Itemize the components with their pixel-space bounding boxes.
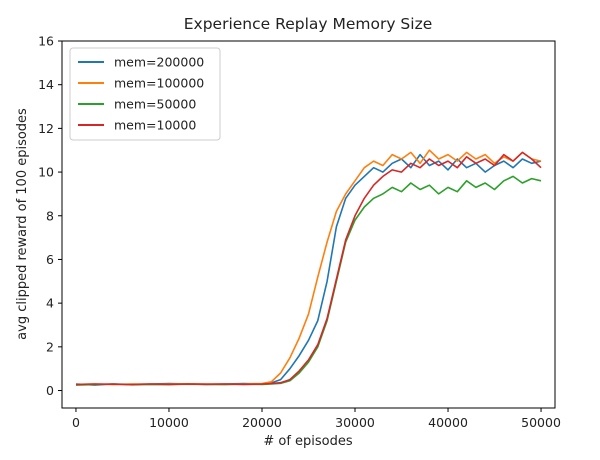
series-line-mem-100000 xyxy=(75,149,542,386)
series-layer xyxy=(75,149,542,386)
series-line-mem-50000 xyxy=(75,175,542,386)
y-tick-label: 2 xyxy=(46,339,54,354)
x-tick-label: 10000 xyxy=(149,415,189,430)
chart-title: Experience Replay Memory Size xyxy=(184,15,433,33)
legend-label: mem=10000 xyxy=(114,118,196,133)
x-axis: 0 10000 20000 30000 40000 50000 xyxy=(72,408,561,430)
y-tick-label: 14 xyxy=(38,77,54,92)
x-tick-label: 20000 xyxy=(242,415,282,430)
y-tick-label: 0 xyxy=(46,383,54,398)
legend: mem=200000 mem=100000 mem=50000 mem=10000 xyxy=(69,47,221,141)
legend-label: mem=100000 xyxy=(114,76,204,91)
y-tick-label: 12 xyxy=(38,121,54,136)
legend-label: mem=200000 xyxy=(114,55,204,70)
legend-label: mem=50000 xyxy=(114,97,196,112)
y-tick-label: 6 xyxy=(46,252,54,267)
y-tick-label: 8 xyxy=(46,208,54,223)
x-tick-label: 40000 xyxy=(428,415,468,430)
y-axis: 0 2 4 6 8 10 12 14 16 xyxy=(38,34,62,398)
x-axis-label: # of episodes xyxy=(263,434,353,449)
series-line-mem-200000 xyxy=(75,153,542,386)
x-tick-label: 50000 xyxy=(521,415,561,430)
series-line-mem-10000 xyxy=(75,151,542,386)
y-axis-label: avg clipped reward of 100 episodes xyxy=(15,108,30,340)
y-tick-label: 10 xyxy=(38,165,54,180)
y-tick-label: 4 xyxy=(46,296,54,311)
plot-frame xyxy=(61,40,556,409)
x-tick-label: 0 xyxy=(72,415,80,430)
legend-box xyxy=(69,47,221,141)
x-tick-label: 30000 xyxy=(335,415,375,430)
y-tick-label: 16 xyxy=(38,34,54,49)
